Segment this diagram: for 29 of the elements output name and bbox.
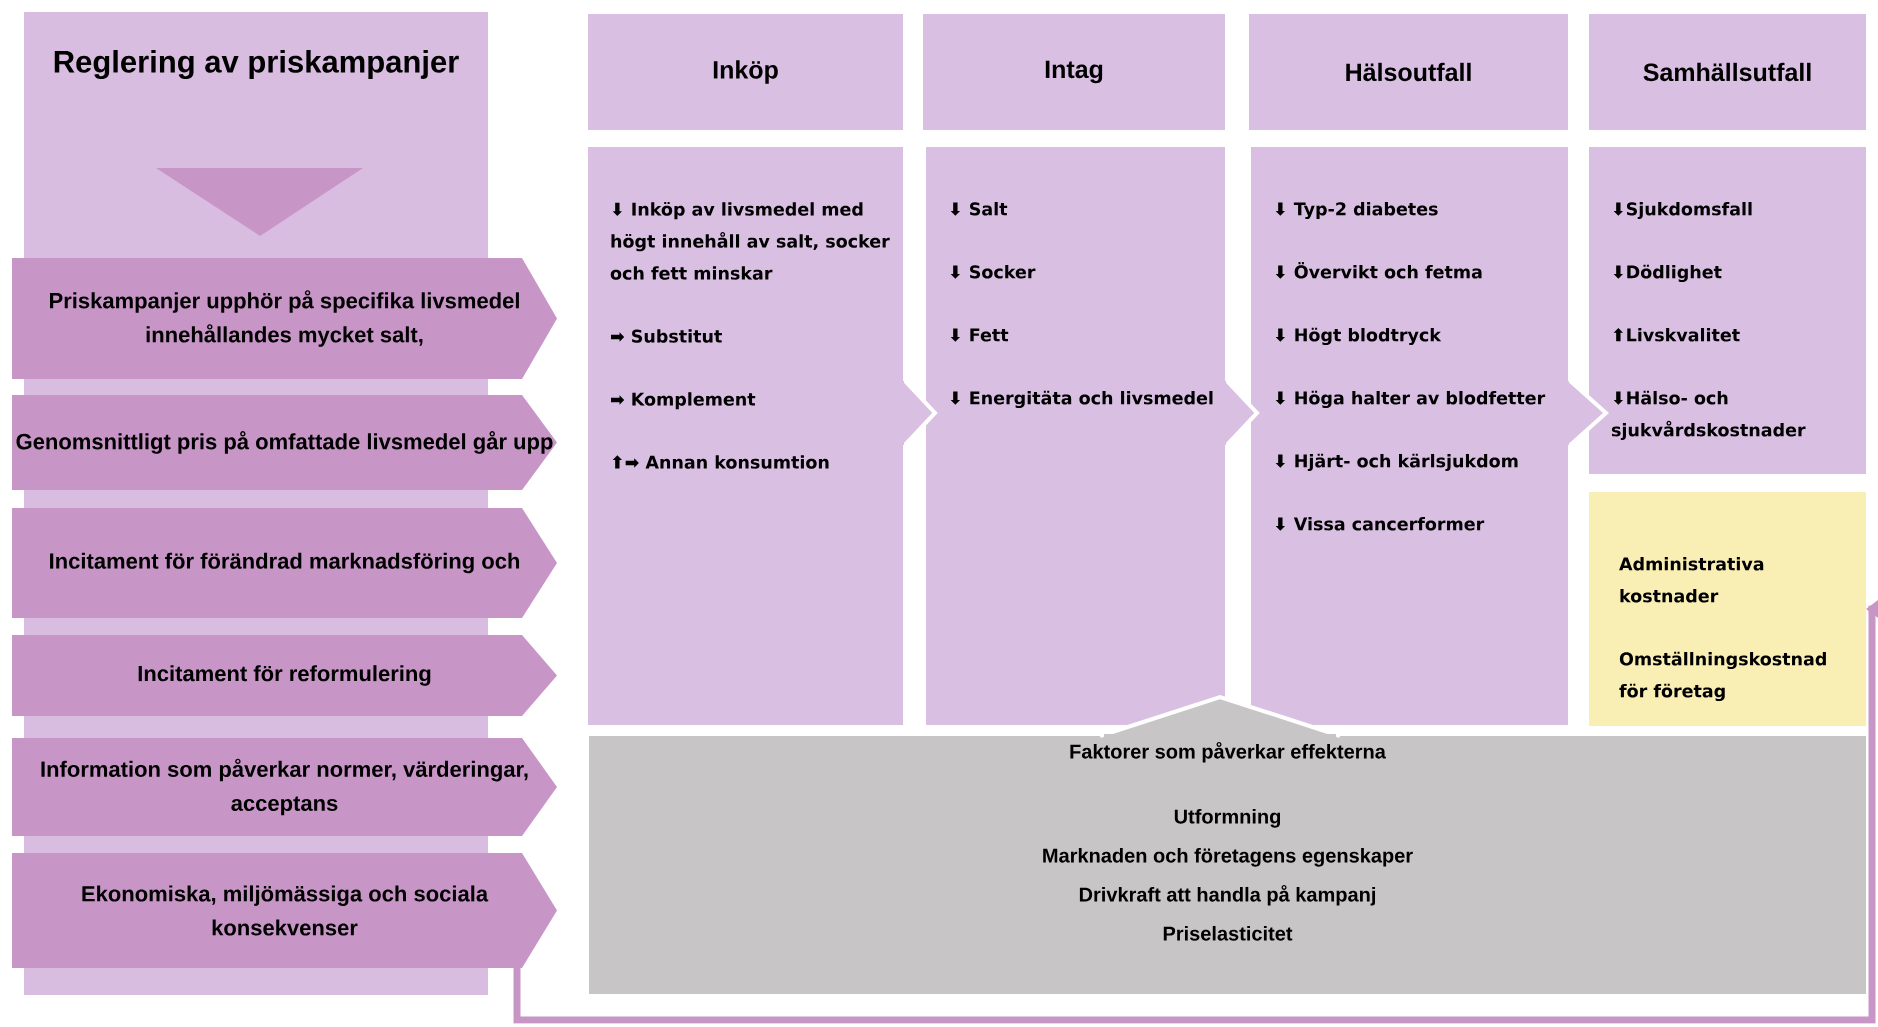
content-box: ⬇ Inköp av livsmedel med högt innehåll av salt, socker och fett minskar ➡ Substitut ➡ Komplement ⬆➡ Annan konsumtion: [588, 147, 938, 725]
content-box: ⬇Sjukdomsfall ⬇Dödlighet ⬆Livskvalitet ⬇Hälso- och sjukvårdskostnader: [1589, 147, 1866, 474]
node-label: ➡ Substitut: [611, 329, 722, 343]
header-box: Samhällsutfall: [1589, 14, 1866, 130]
chevron-box: Priskampanjer upphör på specifika livsmedel innehållandes mycket salt,: [12, 258, 557, 379]
node-label: ⬇ Energitäta och livsmedel: [950, 390, 1213, 409]
chevron-box: Ekonomiska, miljömässiga och sociala konsekvenser: [12, 853, 557, 968]
node-label: ⬇ Typ-2 diabetes: [1275, 201, 1438, 220]
node-label: ⬇ Höga halter av blodfetter: [1275, 390, 1546, 409]
node-label: ➡ Komplement: [611, 392, 756, 410]
node-label: ⬇ Socker: [950, 264, 1036, 279]
cost-box: Administrativa kostnader Omställningskostnad för företag: [1589, 492, 1866, 726]
chevron-box: Genomsnittligt pris på omfattade livsmedel går upp: [12, 395, 557, 490]
node-label: ⬇ Hjärt- och kärlsjukdom: [1275, 453, 1518, 472]
node-label: ⬇ Högt blodtryck: [1275, 327, 1442, 346]
header-box: Intag: [923, 14, 1225, 130]
node-label: ⬇ Övervikt och fetma: [1275, 262, 1482, 279]
chevron-box: Incitament för reformulering: [12, 635, 557, 716]
chevron-box: Information som påverkar normer, värderingar, acceptans: [12, 738, 557, 836]
node-label: ⬆➡ Annan konsumtion: [612, 455, 829, 469]
content-box: ⬇ Typ-2 diabetes ⬇ Övervikt och fetma ⬇ Högt blodtryck ⬇ Höga halter av blodfetter ⬇ Hjärt- och kärlsjukdom ⬇ Vissa cancerformer: [1251, 147, 1609, 725]
content-box: ⬇ Salt ⬇ Socker ⬇ Fett ⬇ Energitäta och livsmedel: [926, 147, 1260, 725]
header-box: Hälsoutfall: [1249, 14, 1568, 130]
node-label: ⬇ Vissa cancerformer: [1275, 516, 1485, 531]
header-box: Inköp: [588, 14, 903, 130]
node-label: ⬇ Fett: [950, 328, 1009, 342]
node-label: ⬇ Salt: [950, 201, 1008, 216]
node-label: ⬇ Inköp av livsmedel med högt innehåll av salt, socker och fett minskar: [610, 201, 890, 280]
chevron-box: Incitament för förändrad marknadsföring och: [12, 508, 557, 618]
